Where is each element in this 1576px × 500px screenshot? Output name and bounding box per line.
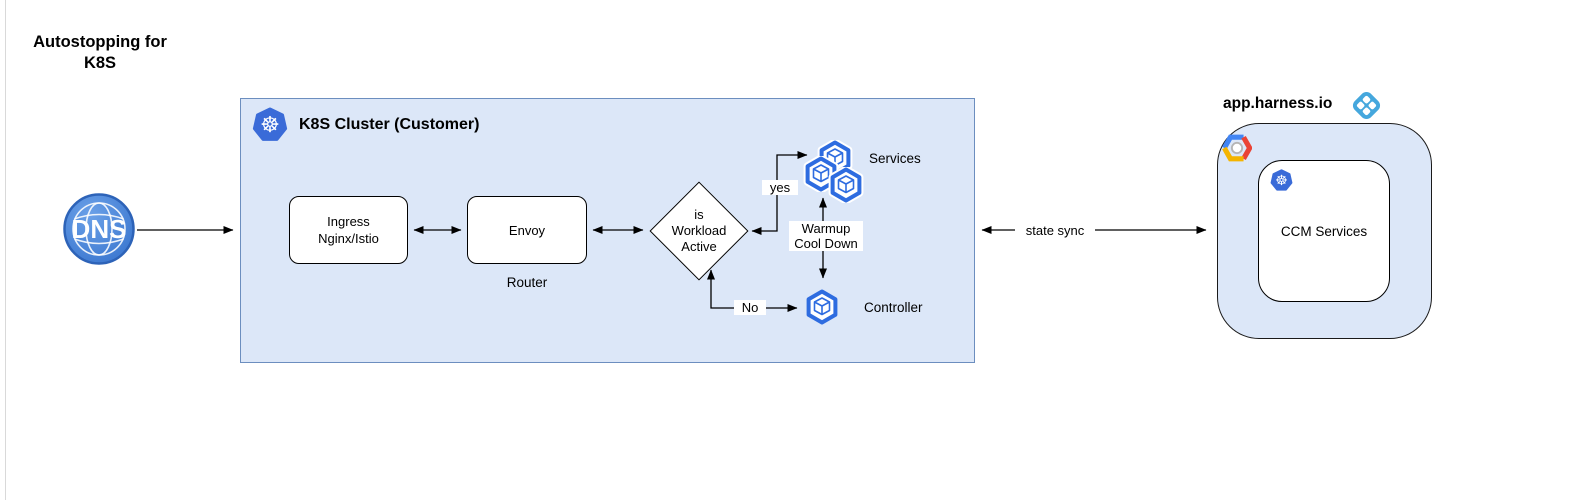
kubernetes-icon: ☸ (252, 107, 288, 143)
harness-logo-icon (1352, 91, 1381, 120)
page-title-line2: K8S (83, 54, 117, 72)
ingress-label-line1: Ingress (327, 214, 370, 229)
gcp-hexagon-icon (1222, 134, 1252, 162)
services-label: Services (869, 151, 921, 166)
envoy-label: Envoy (508, 222, 546, 238)
services-pod-icon (803, 156, 839, 192)
edge-label-yes: yes (762, 180, 798, 195)
router-caption: Router (506, 275, 548, 290)
page-title-line1: Autostopping for (33, 33, 167, 51)
dns-node: DNS (63, 193, 135, 265)
decision-label: is Workload Active (671, 207, 727, 254)
services-group (803, 140, 865, 203)
envoy-node: Envoy (467, 196, 587, 264)
ingress-label-line2: Nginx/Istio (318, 231, 379, 246)
controller-pod-icon (806, 289, 838, 325)
edge-label-no: No (734, 300, 766, 315)
dns-label: DNS (72, 214, 127, 244)
edge-label-state-sync: state sync (1015, 223, 1095, 238)
dns-globe-icon: DNS (63, 193, 135, 265)
harness-domain-label: app.harness.io (1223, 95, 1333, 112)
page-left-divider (5, 0, 6, 500)
controller-label: Controller (864, 300, 923, 315)
cluster-title: K8S Cluster (Customer) (299, 116, 480, 133)
page-title: Autostopping for K8S (16, 32, 184, 74)
edge-label-warmup-cooldown: Warmup Cool Down (789, 221, 863, 251)
kubernetes-wheel-glyph: ☸ (1275, 172, 1288, 188)
ingress-node: Ingress Nginx/Istio (289, 196, 408, 264)
kubernetes-wheel-glyph: ☸ (260, 112, 280, 137)
services-pod-icon (828, 167, 864, 203)
kubernetes-icon-small: ☸ (1270, 169, 1293, 192)
ccm-services-label: CCM Services (1280, 223, 1368, 239)
